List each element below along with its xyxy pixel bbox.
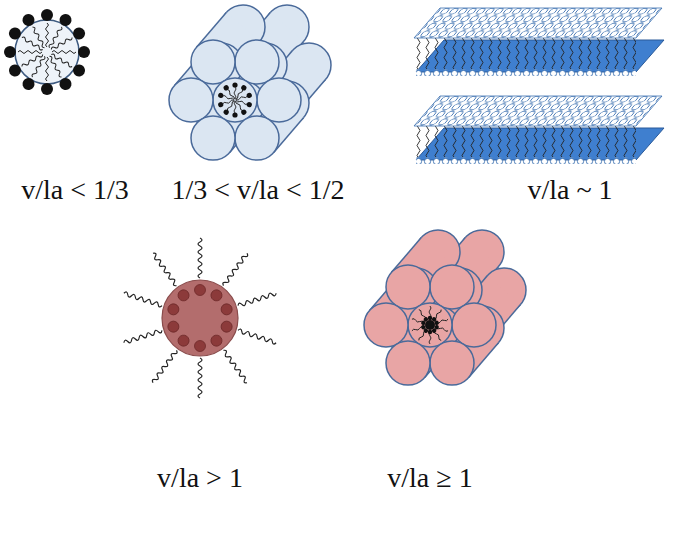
packing-parameter-label: v/la < 1/3	[21, 173, 129, 207]
packing-parameter-label: v/la ≥ 1	[387, 461, 472, 495]
inverse-micelle	[123, 238, 276, 398]
spherical-micelle	[4, 9, 90, 95]
packing-parameter-label: v/la > 1	[157, 461, 243, 495]
packing-parameter-label: 1/3 < v/la < 1/2	[171, 173, 344, 207]
lamellar-bilayers	[414, 8, 664, 164]
hexagonal-cylinders	[169, 5, 331, 160]
packing-parameter-label: v/la ~ 1	[527, 173, 612, 207]
inverse-hexagonal-cylinders	[364, 230, 526, 385]
